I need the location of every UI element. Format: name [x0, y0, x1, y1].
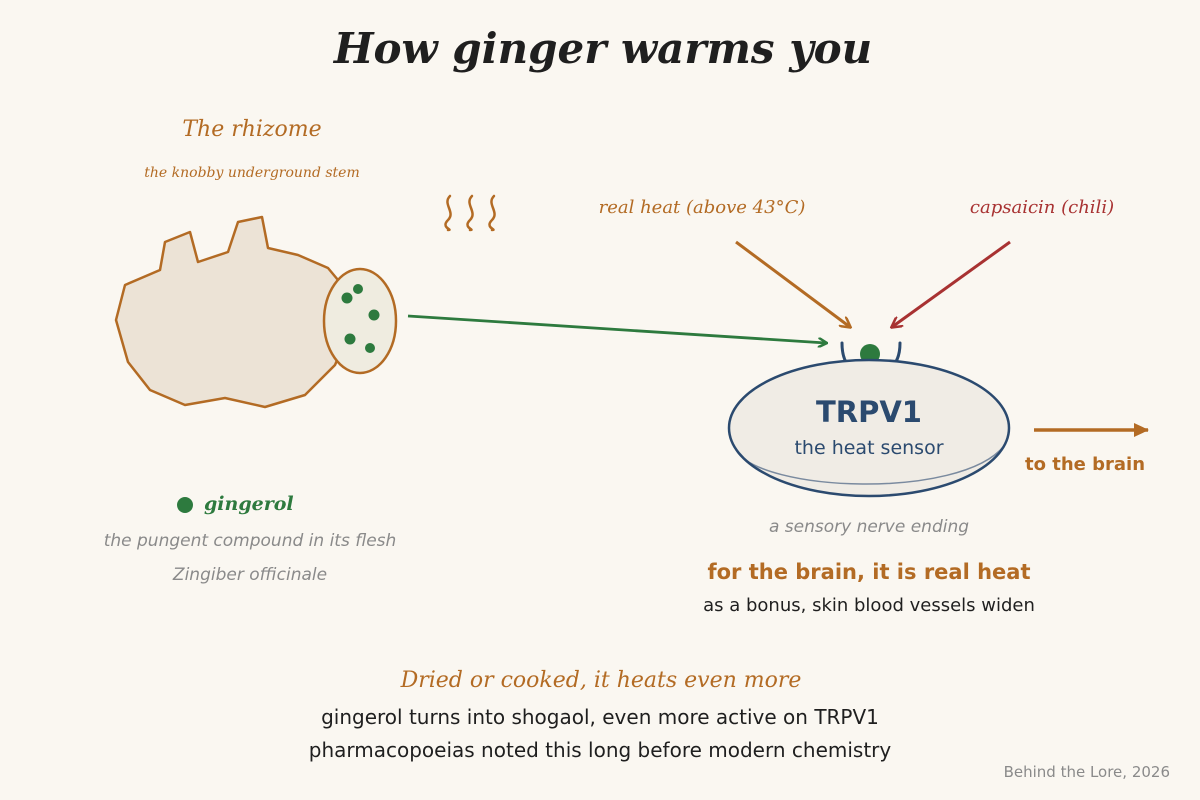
heat-waves-icon: [444, 194, 496, 232]
rhizome-cross-section: [322, 267, 398, 375]
receptor-desc: the heat sensor: [794, 437, 944, 459]
gingerol-dots: [341, 284, 380, 353]
nerve-label: a sensory nerve ending: [768, 517, 970, 537]
rhizome-subheading: the knobby underground stem: [144, 165, 360, 181]
gingerol-dot: [353, 284, 363, 294]
gingerol-dot: [341, 292, 353, 304]
gingerol-dot: [368, 309, 380, 321]
rhizome-shape: [114, 215, 352, 409]
rhizome-heading: The rhizome: [182, 117, 322, 142]
gingerol-arrow: [407, 314, 826, 343]
capsaicin-arrow: [892, 240, 1011, 327]
credit: Behind the Lore, 2026: [1003, 763, 1170, 781]
heat-arrow: [735, 240, 850, 327]
gingerol-desc: the pungent compound in its flesh: [103, 531, 397, 551]
output-label: to the brain: [1024, 454, 1146, 475]
gingerol-dot: [344, 333, 356, 345]
processing-line-2: pharmacopoeias noted this long before mo…: [308, 738, 892, 762]
gingerol-dot: [365, 343, 375, 353]
receptor-name: TRPV1: [816, 395, 922, 429]
processing-heading: Dried or cooked, it heats even more: [400, 668, 802, 693]
heat-label: real heat (above 43°C): [598, 197, 806, 218]
nerve-ending-shape: [727, 358, 1011, 498]
gingerol-label: gingerol: [204, 493, 294, 515]
conclusion-headline: for the brain, it is real heat: [707, 560, 1031, 584]
page-title: How ginger warms you: [333, 24, 873, 73]
latin-name: Zingiber officinale: [172, 565, 328, 585]
processing-line-1: gingerol turns into shogaol, even more a…: [321, 705, 879, 729]
conclusion-bonus: as a bonus, skin blood vessels widen: [703, 595, 1035, 616]
capsaicin-label: capsaicin (chili): [969, 197, 1115, 218]
gingerol-legend-dot: [177, 497, 193, 513]
